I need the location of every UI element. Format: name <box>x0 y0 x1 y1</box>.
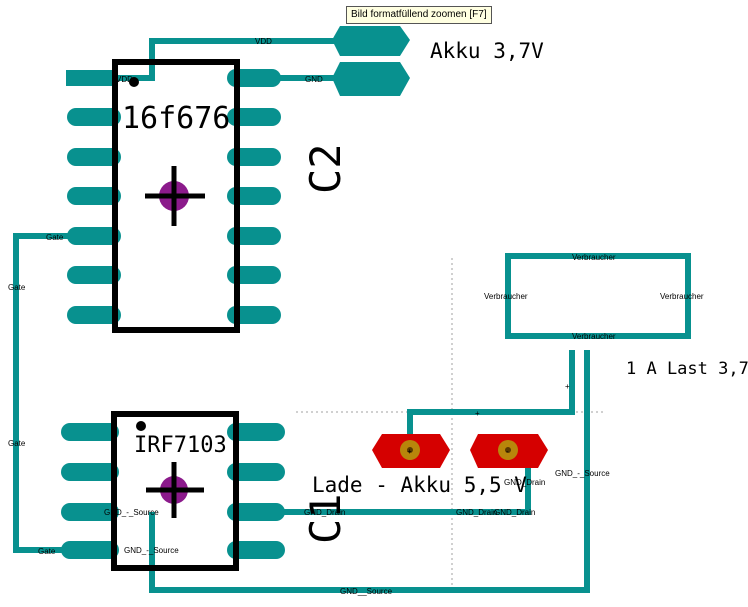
u2-name: IRF7103 <box>134 433 227 458</box>
u2-pads-left <box>61 423 119 559</box>
svg-text:+: + <box>475 409 480 418</box>
trace-gnd-drain <box>256 450 531 515</box>
svg-text:Verbraucher: Verbraucher <box>660 292 704 301</box>
ic-16f676[interactable]: 16f676 C2 <box>66 59 350 333</box>
charger-caption: Lade - Akku 5,5 V <box>312 473 527 497</box>
u1-outline <box>112 59 240 333</box>
svg-text:Verbraucher: Verbraucher <box>572 332 616 341</box>
svg-text:GND_Drain: GND_Drain <box>456 508 497 517</box>
svg-text:GND_Drain: GND_Drain <box>494 508 535 517</box>
battery-caption: Akku 3,7V <box>430 39 544 63</box>
u2-designator: C1 <box>301 493 350 544</box>
svg-text:Verbraucher: Verbraucher <box>572 253 616 262</box>
svg-text:GND_-_Source: GND_-_Source <box>124 546 179 555</box>
battery-connector[interactable] <box>332 26 410 96</box>
svg-text:Gate: Gate <box>8 439 26 448</box>
svg-text:GND_-_Source: GND_-_Source <box>555 469 610 478</box>
u2-pads-right <box>227 423 285 559</box>
u1-pads-left <box>67 108 121 324</box>
ic-irf7103[interactable]: IRF7103 C1 <box>61 411 350 571</box>
svg-text:GND: GND <box>305 75 323 84</box>
zoom-tooltip: Bild formatfüllend zoomen [F7] <box>346 6 492 24</box>
u2-pin1-dot <box>136 421 146 431</box>
trace-gnd-source <box>149 350 590 593</box>
charger-connector[interactable] <box>372 434 548 468</box>
trace-plus <box>407 350 575 450</box>
u1-pin1-dot <box>129 77 139 87</box>
svg-text:VDD: VDD <box>116 75 133 84</box>
u1-designator: C2 <box>301 143 350 194</box>
svg-text:Verbraucher: Verbraucher <box>484 292 528 301</box>
svg-text:+: + <box>565 382 570 391</box>
svg-text:GND_-_Source: GND_-_Source <box>104 508 159 517</box>
svg-text:+: + <box>150 57 155 66</box>
u1-name: 16f676 <box>122 101 230 136</box>
u1-pads-right <box>227 69 281 324</box>
svg-text:Gate: Gate <box>38 547 56 556</box>
svg-text:GND_Drain: GND_Drain <box>304 508 345 517</box>
trace-gate <box>13 233 92 553</box>
net-labels: VDD VDD + GND Gate Gate Gate Gate GND_-_… <box>8 37 704 596</box>
battery-pad-vdd <box>332 26 410 56</box>
svg-text:GND_Drain: GND_Drain <box>504 478 545 487</box>
svg-text:GND__Source: GND__Source <box>340 587 393 596</box>
u2-outline <box>111 411 239 571</box>
svg-text:+: + <box>407 447 412 456</box>
u1-pad-vdd <box>66 70 112 86</box>
svg-text:VDD: VDD <box>255 37 272 46</box>
svg-text:Gate: Gate <box>8 283 26 292</box>
battery-pad-gnd <box>332 62 410 96</box>
svg-text:-: - <box>506 447 509 456</box>
load-outline[interactable] <box>505 253 691 339</box>
svg-text:Gate: Gate <box>46 233 64 242</box>
load-caption: 1 A Last 3,7V <box>626 359 748 379</box>
